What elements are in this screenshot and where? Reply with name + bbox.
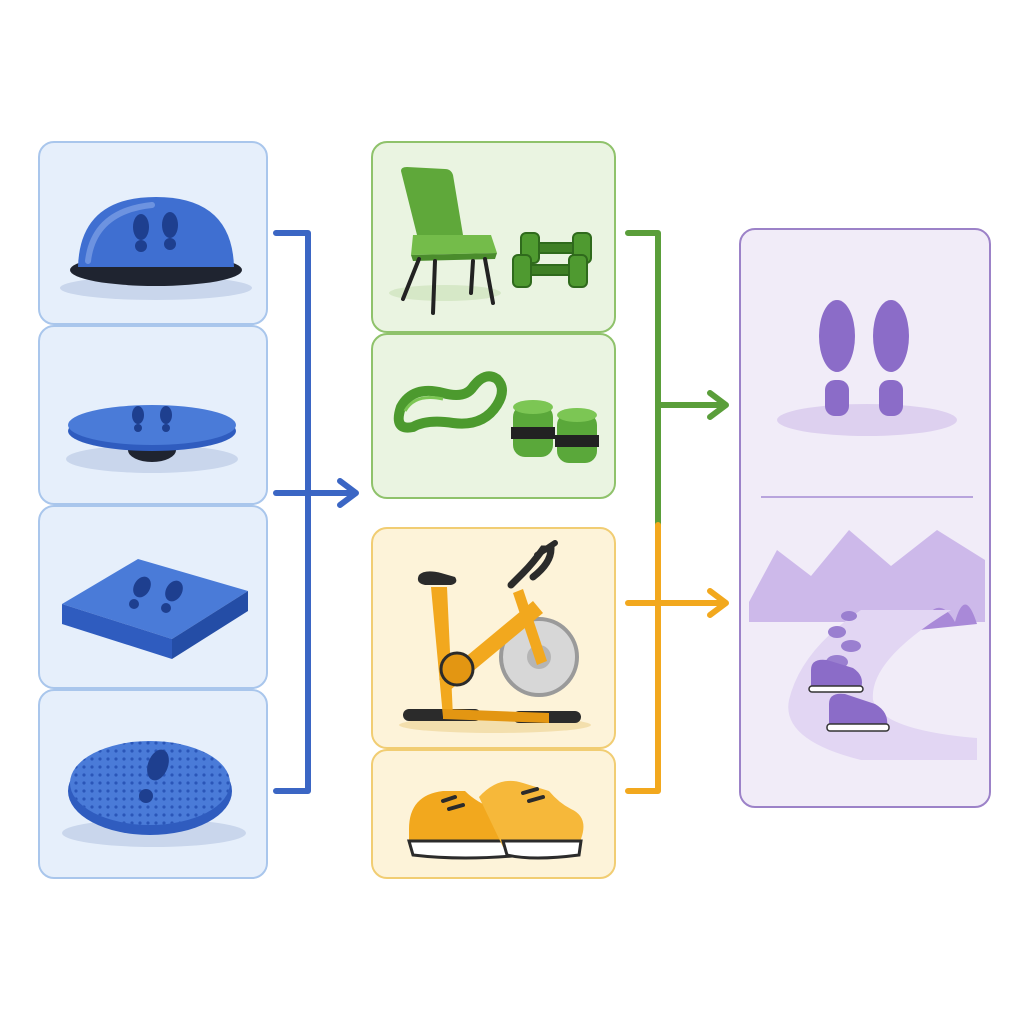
- band-ankle-weights-card: [371, 333, 616, 499]
- balance-disc-icon: [62, 741, 246, 847]
- foam-pad-card: [38, 505, 268, 689]
- wobble-board-card: [38, 325, 268, 505]
- exercise-bike-card: [371, 527, 616, 749]
- stable-footprints-icon: [777, 300, 957, 436]
- chair-dumbbells-card: [371, 141, 616, 333]
- balance-disc-card: [38, 689, 268, 879]
- yellow-arrow-head: [707, 588, 729, 618]
- green-arrow-head: [707, 390, 729, 420]
- yellow-bracket: [625, 522, 661, 794]
- blue-bracket: [273, 230, 311, 794]
- outcomes-card: [739, 228, 991, 808]
- balance-dome-icon: [60, 197, 252, 300]
- ankle-weights-icon: [511, 400, 599, 463]
- dumbbells-icon: [512, 232, 592, 288]
- sneakers-card: [371, 749, 616, 879]
- walking-path-icon: [749, 530, 985, 760]
- blue-arrow-head: [337, 478, 359, 508]
- sneakers-icon: [407, 780, 584, 860]
- divider: [761, 496, 973, 498]
- chair-icon: [389, 167, 501, 315]
- green-bracket: [625, 230, 661, 528]
- resistance-band-icon: [393, 371, 507, 433]
- balance-dome-card: [38, 141, 268, 325]
- exercise-bike-icon: [399, 540, 591, 733]
- foam-balance-pad-icon: [62, 559, 248, 659]
- wobble-board-icon: [66, 405, 238, 473]
